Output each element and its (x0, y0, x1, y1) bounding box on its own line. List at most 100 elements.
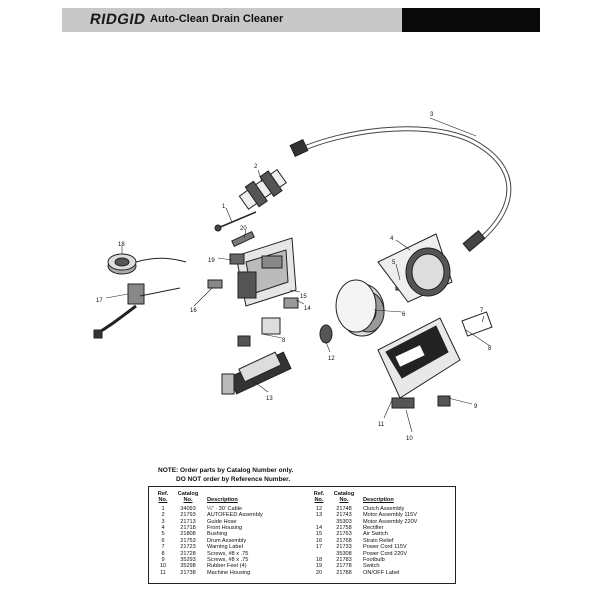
table-cell: Rectifier (363, 524, 384, 531)
table-cell: 13 (315, 512, 323, 519)
table-cell: 21758 (336, 524, 352, 531)
callout-13: 13 (266, 396, 273, 402)
table-cell: 16 (315, 537, 323, 544)
table-cell: 21753 (180, 537, 196, 544)
callout-20: 20 (240, 226, 247, 232)
table-cell: 35293 (180, 556, 196, 563)
table-cell: 11 (160, 569, 166, 576)
table-cell: 34093 (180, 505, 196, 512)
table-cell: 14 (315, 524, 323, 531)
table-cell: Strain Relief (363, 537, 394, 544)
table-cell: 20 (315, 569, 323, 576)
table-cell: 21793 (180, 512, 196, 519)
table-cell: AUTOFEED Assembly (207, 512, 263, 519)
header-bar (62, 8, 402, 32)
header-description: Description (363, 497, 394, 504)
header-catalog-top: Catalog (333, 491, 355, 497)
table-cell: 18 (315, 556, 323, 563)
table-cell: Switch (363, 563, 380, 570)
table-cell: 21723 (180, 544, 196, 551)
table-cell: 21748 (336, 505, 352, 512)
table-cell: Bushing (207, 531, 228, 538)
callout-11: 11 (378, 422, 385, 428)
header-catalog-bottom: No. (339, 497, 349, 504)
table-cell: Screws, #8 x .75 (207, 556, 249, 563)
table-cell: 21733 (336, 544, 352, 551)
table-cell: 21728 (180, 550, 196, 557)
header-ref-bottom: No. (158, 497, 168, 504)
callout-4: 4 (390, 236, 394, 242)
callout-18: 18 (118, 242, 125, 248)
motor-assembly (221, 351, 292, 395)
table-cell: ¼" · 30' Cable (207, 505, 243, 512)
callout-10: 10 (406, 436, 413, 442)
table-cell: 4 (161, 524, 165, 531)
table-cell: 19 (315, 563, 323, 570)
header-ref-top: Ref. (313, 491, 325, 497)
callout-7: 7 (480, 308, 484, 314)
table-cell: Warning Label (207, 544, 243, 551)
table-cell: Front Housing (207, 524, 243, 531)
col-ref-left: Ref.No. 1 2 3 4 5 6 7 8 9 10 11 (153, 491, 173, 576)
power-cord (93, 283, 181, 339)
table-cell: 3 (161, 518, 165, 525)
callout-9: 9 (474, 404, 478, 410)
header-black-block (402, 8, 540, 32)
table-cell: 35298 (180, 563, 196, 570)
table-cell: 12 (315, 505, 323, 512)
machine-housing (377, 317, 461, 409)
order-note: NOTE: Order parts by Catalog Number only… (158, 466, 293, 484)
col-ref-right: Ref.No. 12 13 14 15 16 17 18 19 20 (309, 491, 329, 576)
table-cell: Screws, #8 x .75 (207, 550, 249, 557)
header-ref-bottom: No. (314, 497, 324, 504)
header-catalog-bottom: No. (183, 497, 193, 504)
table-cell: 21743 (336, 512, 352, 519)
callout-1: 1 (222, 204, 226, 210)
table-cell: 21778 (336, 563, 352, 570)
table-cell: 21783 (336, 556, 352, 563)
table-cell: Motor Assembly 115V (363, 512, 417, 519)
table-cell: ON/OFF Label (363, 569, 400, 576)
table-cell: 21788 (336, 569, 352, 576)
table-cell: Machine Housing (207, 569, 251, 576)
col-description-right: Description Clutch Assembly Motor Assemb… (363, 491, 453, 576)
table-cell: Air Switch (363, 531, 388, 538)
callout-15: 15 (300, 294, 307, 300)
table-cell: 8 (161, 550, 165, 557)
table-cell: 21808 (180, 531, 196, 538)
table-cell: Drum Assembly (207, 537, 247, 544)
table-cell: 35308 (336, 550, 352, 557)
table-cell: Rubber Feet (4) (207, 563, 247, 570)
table-cell: 7 (161, 544, 165, 551)
front-housing (235, 237, 297, 307)
table-cell: 21718 (180, 524, 196, 531)
table-cell: Guide Hose (207, 518, 237, 525)
table-cell: Clutch Assembly (363, 505, 405, 512)
callout-12: 12 (328, 356, 335, 362)
table-cell: 2 (161, 512, 165, 519)
order-note-line-2: DO NOT order by Reference Number. (176, 476, 291, 483)
table-cell: 35303 (336, 518, 352, 525)
col-description-left: Description ¼" · 30' Cable AUTOFEED Asse… (207, 491, 303, 576)
callout-6: 6 (402, 312, 406, 318)
table-cell: 21768 (336, 537, 352, 544)
autofeed-assembly (238, 168, 287, 210)
table-cell: 21713 (180, 518, 196, 525)
front-cover (377, 233, 453, 303)
table-cell: Footbulb (363, 556, 385, 563)
table-cell: 1 (161, 505, 165, 512)
table-cell: Power Cord 115V (363, 544, 407, 551)
callout-14: 14 (304, 306, 311, 312)
callout-2: 2 (254, 164, 258, 170)
table-cell: Motor Assembly 220V (363, 518, 418, 525)
callout-17: 17 (96, 298, 103, 304)
table-cell: 21763 (336, 531, 352, 538)
table-cell: 5 (161, 531, 165, 538)
table-cell: 15 (315, 531, 323, 538)
table-cell: 10 (159, 563, 167, 570)
reference-callouts: 1 2 3 4 5 6 7 8 9 10 11 12 13 14 15 16 1… (96, 112, 492, 442)
header-description: Description (207, 497, 238, 504)
